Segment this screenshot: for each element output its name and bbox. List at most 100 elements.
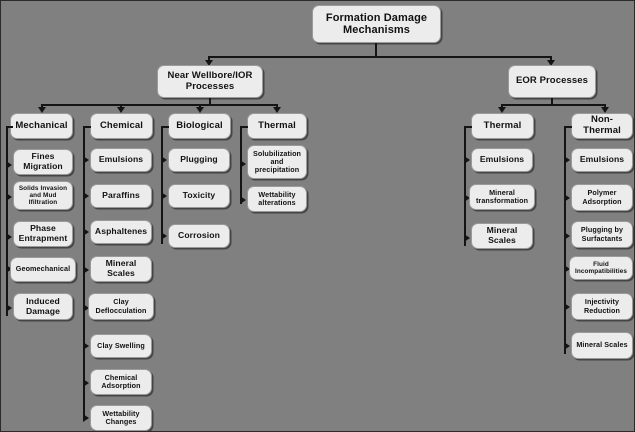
- node-plugging-by-surfactants[interactable]: Plugging by Surfactants: [571, 221, 633, 248]
- node-injectivity-reduction-label: Injectivity Reduction: [583, 297, 621, 315]
- node-geomechanical[interactable]: Geomechanical: [10, 257, 76, 282]
- node-emulsions-chemical-label: Emulsions: [98, 154, 144, 165]
- node-category-nonthermal-label: Non-Thermal: [583, 114, 621, 136]
- node-clay-swelling[interactable]: Clay Swelling: [90, 334, 152, 358]
- arrow-chemical-item-6: [83, 379, 89, 387]
- arrow-chemical-item-2: [83, 228, 89, 236]
- connector-nw-bus: [41, 104, 278, 106]
- node-phase-entrapment[interactable]: Phase Entrapment: [13, 221, 73, 247]
- node-asphaltenes-label: Asphaltenes: [94, 226, 148, 237]
- arrow-chemical-item-5: [83, 342, 89, 350]
- node-mineral-scales-nonthermal-label: Mineral Scales: [576, 340, 628, 350]
- connector-eor-stem: [551, 98, 553, 105]
- node-wettability-changes[interactable]: Wettability Changes: [90, 405, 152, 431]
- node-plugging-by-surfactants-label: Plugging by Surfactants: [580, 225, 624, 243]
- node-category-non-thermal[interactable]: Non-Thermal: [571, 113, 633, 139]
- arrow-nonthermal-item-4: [564, 303, 570, 311]
- arrow-mechanical-item-1: [6, 193, 12, 201]
- node-mineral-transformation[interactable]: Mineral transformation: [469, 184, 535, 210]
- connector-biological-trunk-top: [161, 126, 169, 128]
- node-near-wellbore-ior-processes[interactable]: Near Wellbore/IOR Processes: [157, 65, 263, 98]
- node-category-biological[interactable]: Biological: [168, 113, 231, 139]
- node-clay-deflocculation[interactable]: Clay Deflocculation: [88, 293, 154, 320]
- connector-thermal-nw-trunk-top: [240, 126, 248, 128]
- node-wettability-alterations[interactable]: Wettability alterations: [247, 186, 307, 212]
- node-category-thermal-eor-label: Thermal: [483, 119, 522, 131]
- connector-chemical-trunk-top: [83, 126, 91, 128]
- node-fluid-incompatibilities-label: Fluid Incompatibilities: [574, 260, 628, 275]
- arrow-mechanical-item-2: [6, 233, 12, 241]
- arrow-chemical-item-4: [83, 304, 89, 312]
- connector-nw-to-biological: [199, 104, 201, 108]
- arrow-biological-item-1: [161, 192, 167, 200]
- node-fines-migration-label: Fines Migration: [23, 151, 63, 171]
- arrow-nw-to-mechanical: [38, 107, 46, 113]
- node-category-mechanical-label: Mechanical: [15, 119, 68, 131]
- node-injectivity-reduction[interactable]: Injectivity Reduction: [571, 293, 633, 320]
- node-near-wellbore-label: Near Wellbore/IOR Processes: [167, 69, 253, 92]
- node-plugging[interactable]: Plugging: [168, 148, 230, 172]
- node-category-thermal-nearwellbore[interactable]: Thermal: [247, 113, 307, 139]
- node-root-label: Formation Damage Mechanisms: [325, 11, 428, 36]
- node-paraffins[interactable]: Paraffins: [90, 184, 152, 208]
- connector-nonthermal-trunk: [564, 126, 566, 354]
- node-fluid-incompatibilities[interactable]: Fluid Incompatibilities: [569, 256, 633, 280]
- arrow-nonthermal-item-0: [564, 156, 570, 164]
- node-fines-migration[interactable]: Fines Migration: [13, 149, 73, 175]
- connector-eor-to-nonthermal: [604, 104, 606, 108]
- node-wettability-alterations-label: Wettability alterations: [258, 189, 296, 207]
- node-emulsions-nonthermal[interactable]: Emulsions: [571, 148, 633, 172]
- arrow-thermal-eor-item-0: [464, 156, 470, 164]
- node-toxicity-label: Toxicity: [182, 190, 216, 201]
- node-category-thermal-nw-label: Thermal: [258, 119, 296, 131]
- node-emulsions-thermal-eor-label: Emulsions: [479, 154, 525, 165]
- connector-root-to-nearwellbore: [208, 56, 210, 62]
- arrow-root-to-eor: [547, 60, 555, 66]
- arrow-thermal-nw-item-1: [240, 196, 246, 204]
- node-mineral-scales-chemical[interactable]: Mineral Scales: [90, 256, 152, 282]
- node-category-chemical[interactable]: Chemical: [90, 113, 153, 139]
- arrow-nonthermal-item-3: [564, 265, 570, 273]
- connector-nw-to-chemical: [120, 104, 122, 108]
- node-emulsions-thermal-eor[interactable]: Emulsions: [471, 148, 533, 172]
- connector-thermal-eor-trunk-top: [464, 126, 472, 128]
- node-mineral-transformation-label: Mineral transformation: [475, 187, 529, 205]
- connector-mechanical-trunk: [6, 126, 8, 316]
- node-polymer-adsorption[interactable]: Polymer Adsorption: [571, 184, 633, 211]
- node-induced-damage[interactable]: Induced Damage: [13, 293, 73, 320]
- node-category-mechanical[interactable]: Mechanical: [10, 113, 73, 139]
- node-corrosion[interactable]: Corrosion: [168, 224, 230, 248]
- node-solids-invasion-mud-infiltration[interactable]: Solids Invasion and Mud Ifiltration: [13, 181, 73, 210]
- node-polymer-adsorption-label: Polymer Adsorption: [582, 188, 622, 206]
- node-toxicity[interactable]: Toxicity: [168, 184, 230, 208]
- node-chemical-adsorption[interactable]: Chemical Adsorption: [90, 369, 152, 395]
- node-asphaltenes[interactable]: Asphaltenes: [90, 220, 152, 244]
- arrow-nonthermal-item-2: [564, 232, 570, 240]
- node-mineral-scales-thermal-eor[interactable]: Mineral Scales: [471, 223, 533, 249]
- arrow-chemical-item-1: [83, 192, 89, 200]
- node-category-thermal-eor[interactable]: Thermal: [471, 113, 534, 139]
- node-mineral-scales-nonthermal[interactable]: Mineral Scales: [571, 332, 633, 359]
- arrow-thermal-eor-item-1: [464, 194, 470, 202]
- node-induced-damage-label: Induced Damage: [25, 295, 61, 316]
- node-solids-invasion-label: Solids Invasion and Mud Ifiltration: [18, 184, 68, 207]
- arrow-mechanical-item-3: [6, 265, 12, 273]
- node-root[interactable]: Formation Damage Mechanisms: [312, 5, 441, 43]
- node-clay-deflocculation-label: Clay Deflocculation: [95, 297, 147, 315]
- arrow-nw-to-chemical: [117, 107, 125, 113]
- connector-eor-bus: [501, 104, 606, 106]
- connector-biological-trunk: [161, 126, 163, 244]
- connector-nw-to-thermal: [276, 104, 278, 108]
- node-plugging-label: Plugging: [180, 154, 218, 165]
- arrow-nonthermal-item-1: [564, 194, 570, 202]
- node-mineral-scales-chemical-label: Mineral Scales: [105, 258, 137, 278]
- node-emulsions-chemical[interactable]: Emulsions: [90, 148, 152, 172]
- node-solubilization-precipitation[interactable]: Solubilization and precipitation: [247, 145, 307, 179]
- node-eor-processes[interactable]: EOR Processes: [508, 65, 596, 98]
- arrow-biological-item-0: [161, 156, 167, 164]
- arrow-eor-to-thermal: [498, 107, 506, 113]
- node-category-chemical-label: Chemical: [99, 119, 144, 131]
- connector-nw-stem: [209, 98, 211, 105]
- arrow-thermal-eor-item-2: [464, 234, 470, 242]
